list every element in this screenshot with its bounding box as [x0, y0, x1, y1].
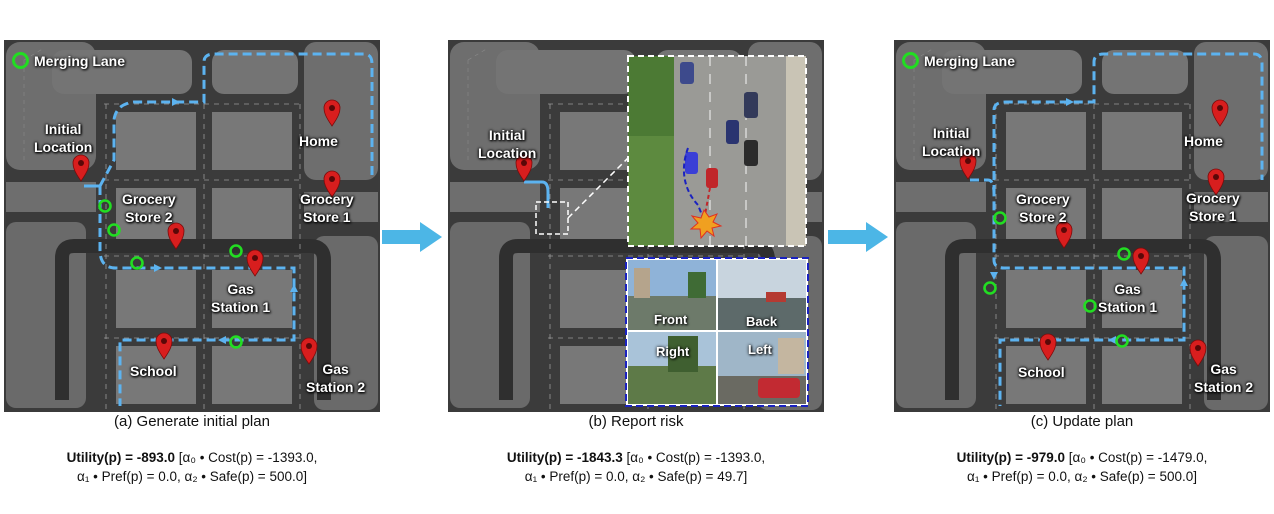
legend-merging-lane: Merging Lane — [12, 52, 125, 69]
camera-back-label: Back — [746, 314, 778, 329]
utility-cost: [α₀ • Cost(p) = -1393.0, — [175, 450, 318, 465]
panel-generate-plan: Merging Lane Initial Location Home Groce… — [4, 40, 380, 412]
label-grocery-store-2: Grocery Store 2 — [1016, 191, 1070, 225]
label-gas-station-1: Gas Station 1 — [211, 281, 271, 315]
label-school: School — [1018, 364, 1065, 380]
utility-value: Utility(p) = -893.0 — [66, 450, 176, 465]
label-initial-location: Initial Location — [34, 121, 93, 155]
caption-b: (b) Report risk — [588, 413, 684, 430]
zoomed-road-view — [627, 55, 807, 247]
utility-value: Utility(p) = -979.0 — [956, 450, 1066, 465]
utility-a: Utility(p) = -893.0 [α₀ • Cost(p) = -139… — [4, 448, 380, 486]
caption-a: (a) Generate initial plan — [114, 413, 270, 430]
label-home: Home — [299, 133, 338, 149]
label-initial-location: Initial Location — [922, 125, 981, 159]
label-home: Home — [1184, 133, 1223, 149]
utility-value: Utility(p) = -1843.3 — [506, 450, 623, 465]
label-gas-station-1: Gas Station 1 — [1098, 281, 1158, 315]
legend-merging-lane: Merging Lane — [902, 52, 1015, 69]
label-gas-station-2: Gas Station 2 — [306, 361, 366, 395]
legend-label: Merging Lane — [34, 52, 126, 69]
camera-front-label: Front — [654, 312, 688, 327]
green-ring-icon — [12, 52, 29, 69]
caption-c: (c) Update plan — [1030, 413, 1134, 430]
utility-c: Utility(p) = -979.0 [α₀ • Cost(p) = -147… — [894, 448, 1270, 486]
label-gas-station-2: Gas Station 2 — [1194, 361, 1254, 395]
panel-report-risk: Initial Location Front Back Right Left — [448, 40, 824, 412]
legend-label: Merging Lane — [924, 52, 1016, 69]
right-arrow-icon — [828, 222, 888, 252]
panel-update-plan: Merging Lane Initial Location Home Groce… — [894, 40, 1270, 412]
utility-pref-safe: α₁ • Pref(p) = 0.0, α₂ • Safe(p) = 500.0… — [967, 469, 1197, 484]
camera-right-label: Right — [656, 344, 690, 359]
city-map-c — [894, 40, 1270, 412]
camera-left-label: Left — [748, 342, 772, 357]
right-arrow-icon — [382, 222, 442, 252]
camera-views — [625, 257, 809, 407]
utility-b: Utility(p) = -1843.3 [α₀ • Cost(p) = -13… — [448, 448, 824, 486]
label-school: School — [130, 363, 177, 379]
label-grocery-store-2: Grocery Store 2 — [122, 191, 176, 225]
green-ring-icon — [902, 52, 919, 69]
utility-cost: [α₀ • Cost(p) = -1479.0, — [1065, 450, 1208, 465]
label-grocery-store-1: Grocery Store 1 — [300, 191, 354, 225]
city-map-b — [448, 40, 824, 412]
utility-pref-safe: α₁ • Pref(p) = 0.0, α₂ • Safe(p) = 500.0… — [77, 469, 307, 484]
label-initial-location: Initial Location — [478, 127, 537, 161]
utility-cost: [α₀ • Cost(p) = -1393.0, — [622, 450, 766, 465]
city-map-a — [4, 40, 380, 412]
label-grocery-store-1: Grocery Store 1 — [1186, 190, 1240, 224]
utility-pref-safe: α₁ • Pref(p) = 0.0, α₂ • Safe(p) = 49.7] — [524, 469, 748, 484]
